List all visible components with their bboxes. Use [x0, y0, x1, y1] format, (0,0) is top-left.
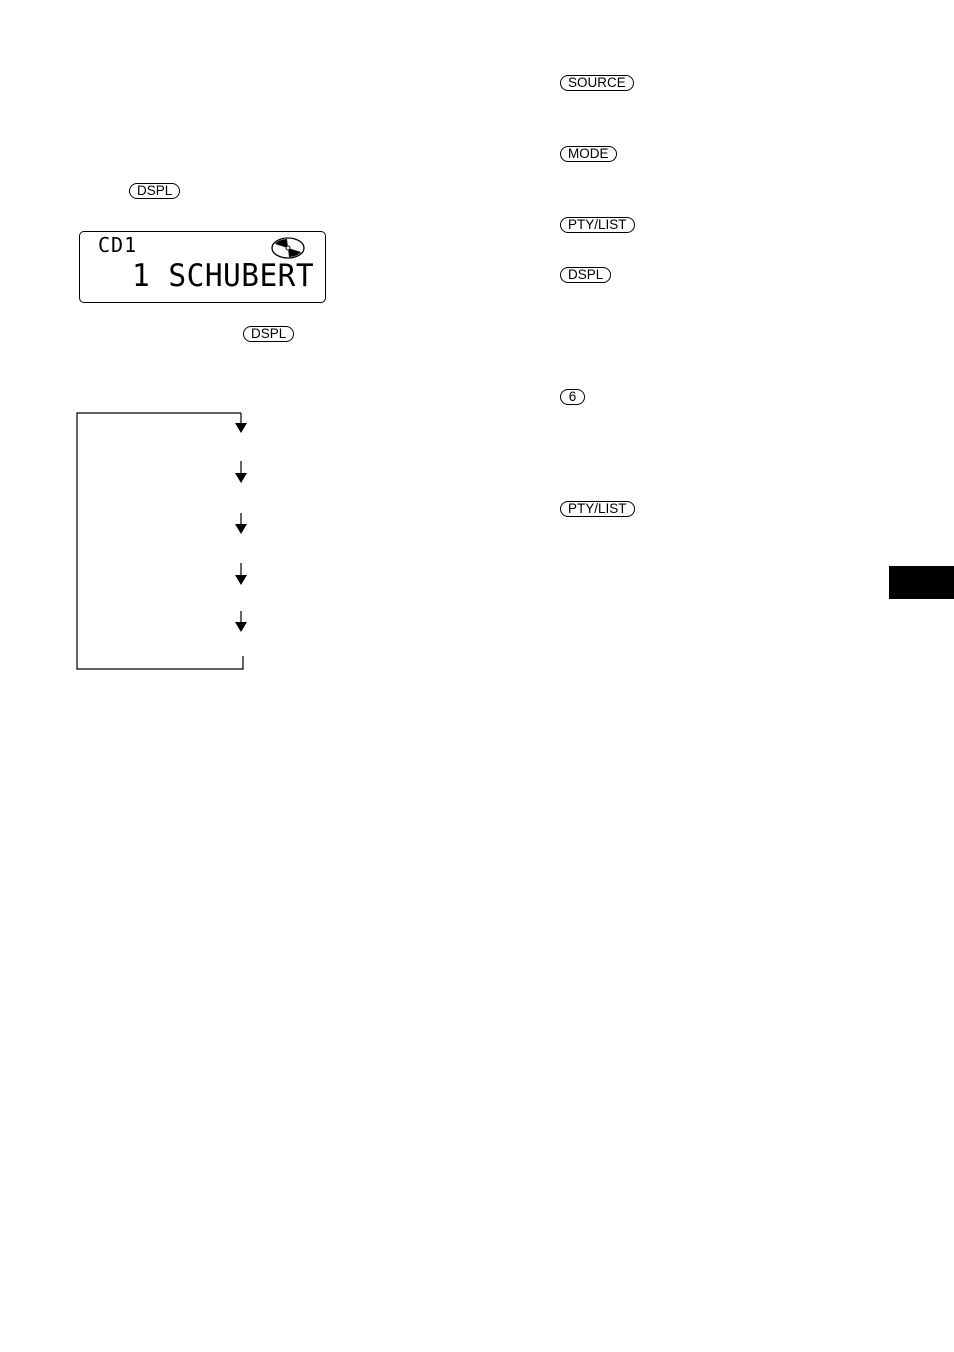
down-arrow-icon — [235, 563, 247, 585]
down-arrow-icon — [235, 413, 247, 433]
down-arrow-icon — [235, 513, 247, 534]
down-arrow-icon — [235, 461, 247, 483]
dspl-button-mid[interactable]: DSPL — [243, 326, 295, 342]
dspl-button-right[interactable]: DSPL — [560, 267, 612, 283]
disc-icon — [271, 237, 305, 259]
preset-6-button[interactable]: 6 — [560, 389, 585, 405]
lcd-display: CD1 1 SCHUBERT — [79, 231, 326, 303]
source-button[interactable]: SOURCE — [560, 75, 634, 91]
cycle-loop-line — [76, 412, 244, 670]
pty-list-button-2[interactable]: PTY/LIST — [560, 501, 635, 517]
dspl-button-top[interactable]: DSPL — [129, 183, 181, 199]
lcd-source-label: CD1 — [98, 233, 138, 257]
section-tab — [889, 566, 954, 599]
down-arrow-icon — [235, 611, 247, 632]
mode-button[interactable]: MODE — [560, 146, 617, 162]
lcd-track-title: 1 SCHUBERT — [132, 258, 315, 294]
pty-list-button[interactable]: PTY/LIST — [560, 217, 635, 233]
